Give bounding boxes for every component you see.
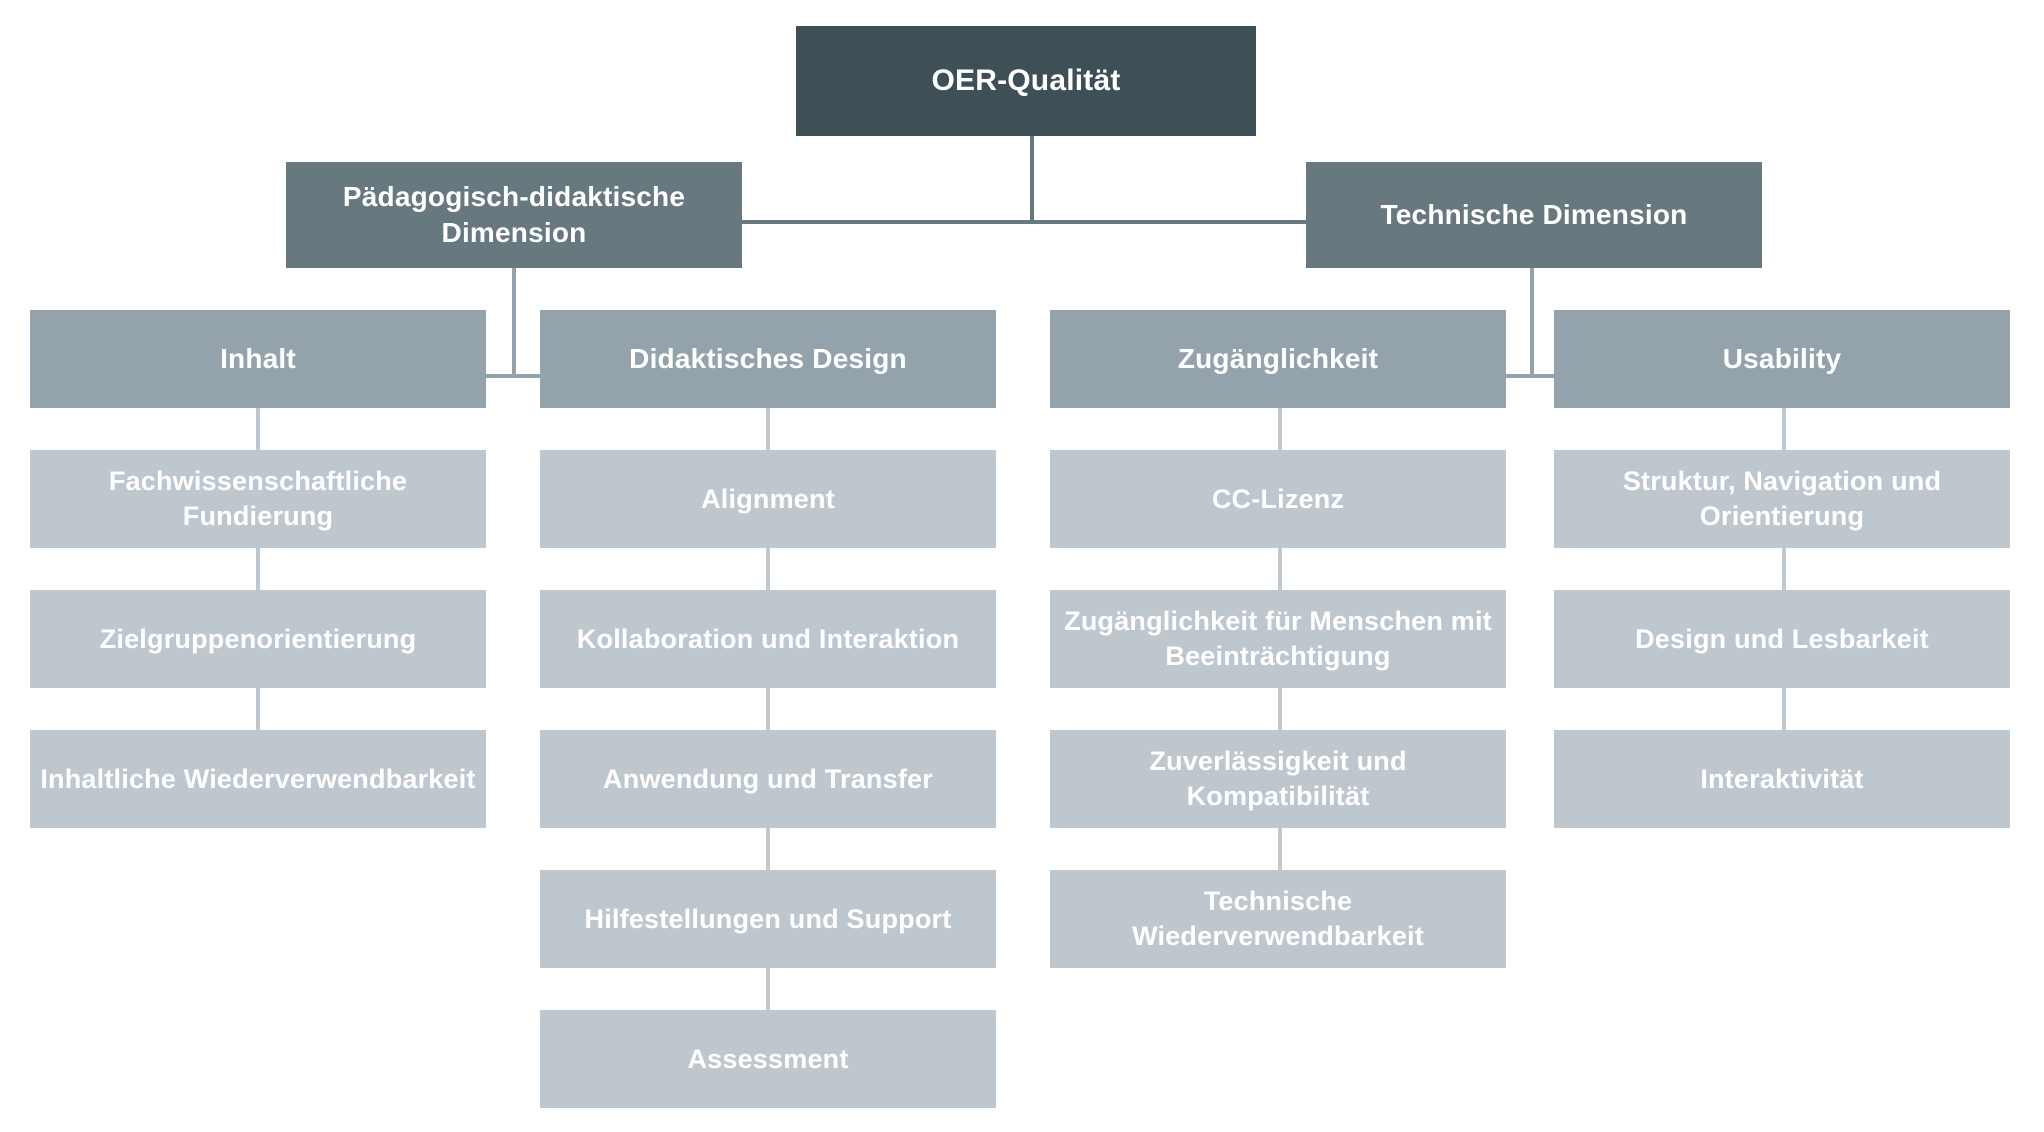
node-category-zugaenglichkeit[interactable]: Zugänglichkeit xyxy=(1050,310,1506,408)
node-label: Didaktisches Design xyxy=(629,343,907,375)
node-criterion-hilfestellungen-und-support[interactable]: Hilfestellungen und Support xyxy=(540,870,996,968)
node-label: CC-Lizenz xyxy=(1211,483,1345,514)
node-root-oer-qualitaet[interactable]: OER-Qualität xyxy=(796,26,1256,136)
node-label: Technische Wiederverwendbarkeit xyxy=(1132,886,1424,951)
node-criterion-anwendung-und-transfer[interactable]: Anwendung und Transfer xyxy=(540,730,996,828)
node-category-didaktisches-design[interactable]: Didaktisches Design xyxy=(540,310,996,408)
node-label: Inhalt xyxy=(220,343,296,375)
node-criterion-alignment[interactable]: Alignment xyxy=(540,450,996,548)
node-label: Kollaboration und Interaktion xyxy=(576,623,960,654)
connector-root-stem xyxy=(1030,136,1034,222)
node-label: Anwendung und Transfer xyxy=(603,763,933,794)
node-criterion-technische-wiederverwendbarkeit[interactable]: Technische Wiederverwendbarkeit xyxy=(1050,870,1506,968)
node-dimension-technisch[interactable]: Technische Dimension xyxy=(1306,162,1762,268)
node-criterion-zielgruppenorientierung[interactable]: Zielgruppenorientierung xyxy=(30,590,486,688)
node-criterion-design-und-lesbarkeit[interactable]: Design und Lesbarkeit xyxy=(1554,590,2010,688)
node-label: Hilfestellungen und Support xyxy=(584,903,952,934)
node-criterion-assessment[interactable]: Assessment xyxy=(540,1010,996,1108)
node-label: Fachwissenschaftliche Fundierung xyxy=(108,466,408,531)
connector-level1-bus xyxy=(512,220,1322,224)
node-label: OER-Qualität xyxy=(931,63,1121,97)
node-label: Zugänglichkeit für Menschen mit Beeinträ… xyxy=(1064,606,1492,671)
node-label: Zugänglichkeit xyxy=(1177,343,1379,375)
node-criterion-zuverlaessigkeit-und-kompatibilitaet[interactable]: Zuverlässigkeit und Kompatibilität xyxy=(1050,730,1506,828)
node-label: Technische Dimension xyxy=(1380,199,1688,231)
node-criterion-struktur-navigation-und-orientierung[interactable]: Struktur, Navigation und Orientierung xyxy=(1554,450,2010,548)
node-criterion-inhaltliche-wiederverwendbarkeit[interactable]: Inhaltliche Wiederverwendbarkeit xyxy=(30,730,486,828)
node-label: Zuverlässigkeit und Kompatibilität xyxy=(1149,746,1407,811)
node-label: Design und Lesbarkeit xyxy=(1635,623,1929,654)
node-label: Inhaltliche Wiederverwendbarkeit xyxy=(40,763,476,794)
node-category-usability[interactable]: Usability xyxy=(1554,310,2010,408)
node-label: Usability xyxy=(1722,343,1842,375)
node-label: Interaktivität xyxy=(1700,763,1864,794)
connector-right-level2-bus xyxy=(1280,374,1780,378)
node-criterion-fachwissenschaftliche-fundierung[interactable]: Fachwissenschaftliche Fundierung xyxy=(30,450,486,548)
node-criterion-interaktivitaet[interactable]: Interaktivität xyxy=(1554,730,2010,828)
node-category-inhalt[interactable]: Inhalt xyxy=(30,310,486,408)
node-label: Zielgruppenorientierung xyxy=(99,623,417,654)
connector-technische-stem xyxy=(1530,268,1534,378)
node-criterion-kollaboration-und-interaktion[interactable]: Kollaboration und Interaktion xyxy=(540,590,996,688)
node-label: Assessment xyxy=(687,1043,849,1074)
connector-paedagogisch-stem xyxy=(512,268,516,378)
node-label: Pädagogisch-didaktische Dimension xyxy=(342,181,686,248)
node-dimension-paedagogisch-didaktisch[interactable]: Pädagogisch-didaktische Dimension xyxy=(286,162,742,268)
node-label: Struktur, Navigation und Orientierung xyxy=(1622,466,1942,531)
node-criterion-zugaenglichkeit-fuer-menschen-mit-beeintraechtigung[interactable]: Zugänglichkeit für Menschen mit Beeinträ… xyxy=(1050,590,1506,688)
node-criterion-cc-lizenz[interactable]: CC-Lizenz xyxy=(1050,450,1506,548)
connector-left-level2-bus xyxy=(258,374,768,378)
node-label: Alignment xyxy=(701,483,835,514)
